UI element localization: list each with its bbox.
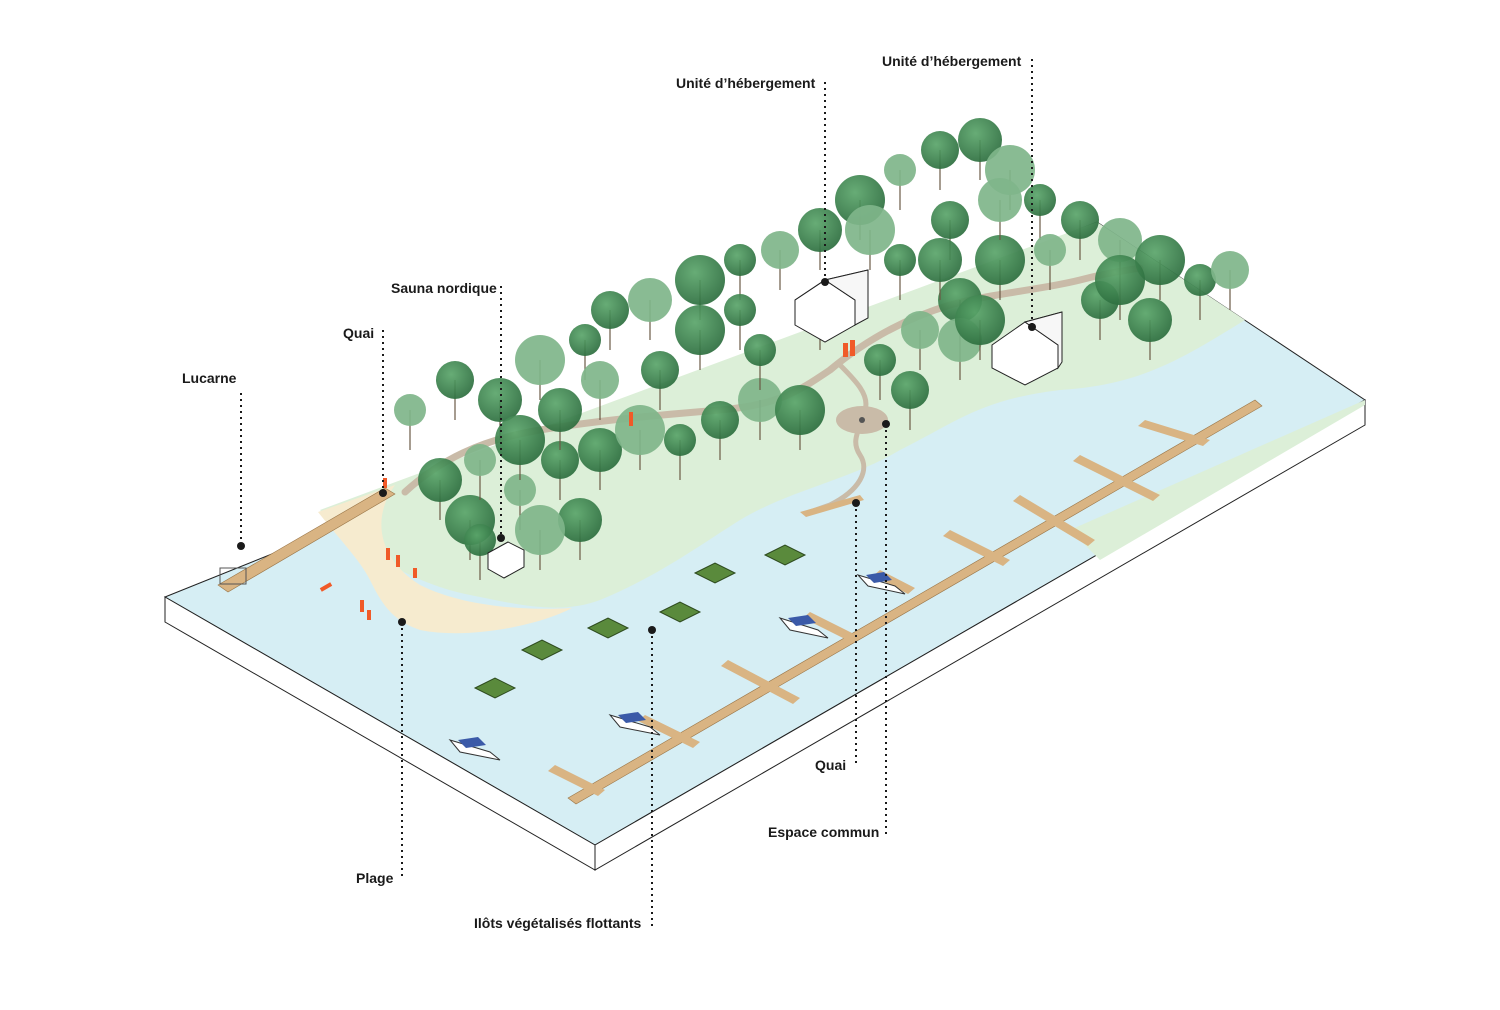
tree-icon <box>744 334 776 390</box>
tree-icon <box>581 361 619 420</box>
forest <box>394 118 1249 580</box>
tree-icon <box>901 311 939 370</box>
cabin-1 <box>794 269 869 343</box>
tree-icon <box>394 394 426 450</box>
tree-icon <box>628 278 672 340</box>
tree-icon <box>845 205 895 270</box>
tree-icon <box>1034 234 1066 290</box>
label-quai-left: Quai <box>343 325 375 341</box>
tree-icon <box>724 294 756 350</box>
tree-icon <box>1095 255 1145 320</box>
tree-icon <box>955 295 1005 360</box>
people <box>319 340 855 620</box>
tree-icon <box>538 388 582 450</box>
floating-islets <box>473 544 807 699</box>
tree-icon <box>1024 184 1056 240</box>
tree-icon <box>578 428 622 490</box>
tree-icon <box>541 441 579 500</box>
tree-icon <box>958 118 1002 180</box>
tree-icon <box>495 415 545 480</box>
tree-icon <box>675 305 725 370</box>
tree-icon <box>418 458 462 520</box>
tree-icon <box>891 371 929 430</box>
tree-icon <box>641 351 679 410</box>
tree-icon <box>464 524 496 580</box>
tree-icon <box>515 335 565 400</box>
tree-icon <box>1211 251 1249 310</box>
label-sauna-nordique: Sauna nordique <box>391 280 497 296</box>
tree-icon <box>918 238 962 300</box>
tree-icon <box>1135 235 1185 300</box>
tree-icon <box>515 505 565 570</box>
main-pier <box>548 399 1263 805</box>
label-lucarne: Lucarne <box>182 370 237 386</box>
tree-icon <box>436 361 474 420</box>
label-unite-hebergement-1: Unité d’hébergement <box>676 75 816 91</box>
tree-icon <box>701 401 739 460</box>
tree-icon <box>798 208 842 270</box>
label-quai-right: Quai <box>815 757 847 773</box>
tree-icon <box>864 344 896 400</box>
tree-icon <box>921 131 959 190</box>
tree-icon <box>1128 298 1172 360</box>
fire-pit-icon <box>859 417 865 423</box>
boat-3 <box>778 615 829 639</box>
beach <box>318 485 572 634</box>
path-to-commons <box>807 362 869 515</box>
tree-icon <box>1061 201 1099 260</box>
tree-icon <box>775 385 825 450</box>
label-plage: Plage <box>356 870 394 886</box>
tree-icon <box>558 498 602 560</box>
label-unite-hebergement-2: Unité d’hébergement <box>882 53 1022 69</box>
tree-icon <box>761 231 799 290</box>
tree-icon <box>591 291 629 350</box>
tree-icon <box>978 178 1022 240</box>
leader-lines <box>240 59 1033 928</box>
label-ilots-vegetalises: Ilôts végétalisés flottants <box>474 915 642 931</box>
boat-1 <box>448 737 501 761</box>
left-pier <box>217 487 396 593</box>
boat-2 <box>608 712 661 736</box>
tree-icon <box>724 244 756 300</box>
label-espace-commun: Espace commun <box>768 824 880 840</box>
sauna-cabin <box>487 541 525 579</box>
tree-icon <box>464 444 496 500</box>
tree-icon <box>884 244 916 300</box>
tree-icon <box>738 378 782 440</box>
tree-icon <box>1184 264 1216 320</box>
tree-icon <box>615 405 665 470</box>
leader-dots <box>237 278 1036 634</box>
tree-icon <box>975 235 1025 300</box>
tree-icon <box>664 424 696 480</box>
tree-icon <box>884 154 916 210</box>
